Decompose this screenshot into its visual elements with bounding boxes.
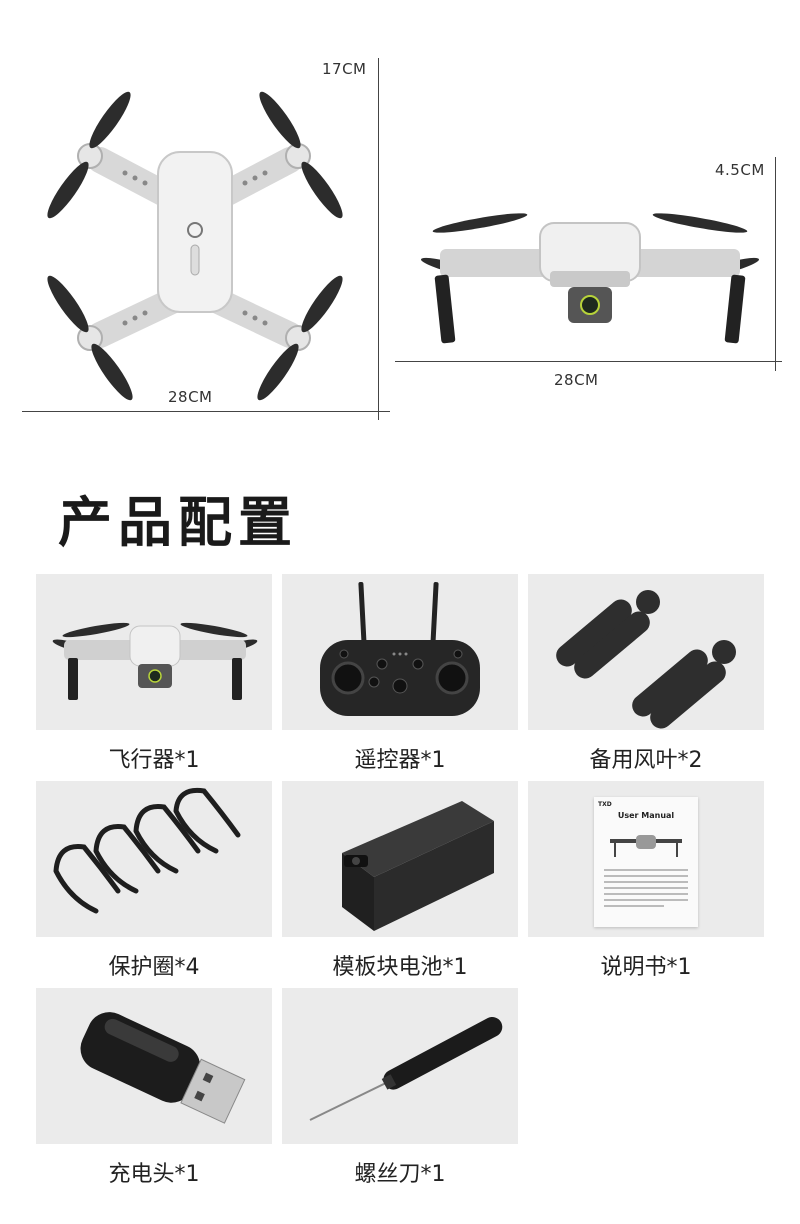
height-guide-line: [378, 58, 379, 420]
drone-side-view-icon: [420, 213, 760, 344]
manual-brand: TXD: [598, 801, 612, 808]
side-height-label: 4.5CM: [715, 161, 765, 179]
product-label: 遥控器*1: [354, 748, 446, 773]
product-item-propellers: 备用风叶*2: [528, 574, 764, 781]
product-label: 说明书*1: [600, 955, 692, 980]
product-label: 模板块电池*1: [332, 955, 468, 980]
screwdriver-icon: [309, 1017, 503, 1121]
width-guide-line: [22, 411, 390, 412]
product-label: 保护圈*4: [108, 955, 200, 980]
side-height-guide-line: [775, 157, 776, 371]
product-label: 螺丝刀*1: [354, 1162, 446, 1187]
product-item-screwdriver: 螺丝刀*1: [282, 988, 518, 1195]
product-item-remote: 遥控器*1: [282, 574, 518, 781]
product-item-guards: 保护圈*4: [36, 781, 272, 988]
product-label: 充电头*1: [108, 1162, 200, 1187]
battery-icon: [342, 801, 494, 931]
side-width-label: 28CM: [554, 371, 599, 389]
product-item-charger: 充电头*1: [36, 988, 272, 1195]
drone-icon: [52, 622, 258, 700]
remote-controller-icon: [320, 581, 480, 716]
propeller-guard-icon: [53, 787, 241, 914]
manual-icon: TXD User Manual: [594, 797, 698, 927]
top-height-label: 17CM: [322, 60, 367, 78]
propeller-icon: [556, 590, 736, 729]
product-label: 飞行器*1: [108, 748, 200, 773]
top-width-label: 28CM: [168, 388, 213, 406]
side-width-guide-line: [395, 361, 782, 362]
section-title: 产品配置: [58, 491, 298, 554]
product-item-battery: 模板块电池*1: [282, 781, 518, 988]
product-label: 备用风叶*2: [589, 748, 703, 773]
drone-top-view-icon: [47, 91, 343, 401]
manual-drone-icon: [610, 835, 682, 857]
product-grid: 飞行器*1 遥控器*1: [36, 574, 764, 1195]
usb-charger-icon: [80, 1012, 246, 1124]
manual-title: User Manual: [617, 811, 675, 820]
product-item-manual: TXD User Manual: [528, 781, 764, 988]
product-item-drone: 飞行器*1: [36, 574, 272, 781]
